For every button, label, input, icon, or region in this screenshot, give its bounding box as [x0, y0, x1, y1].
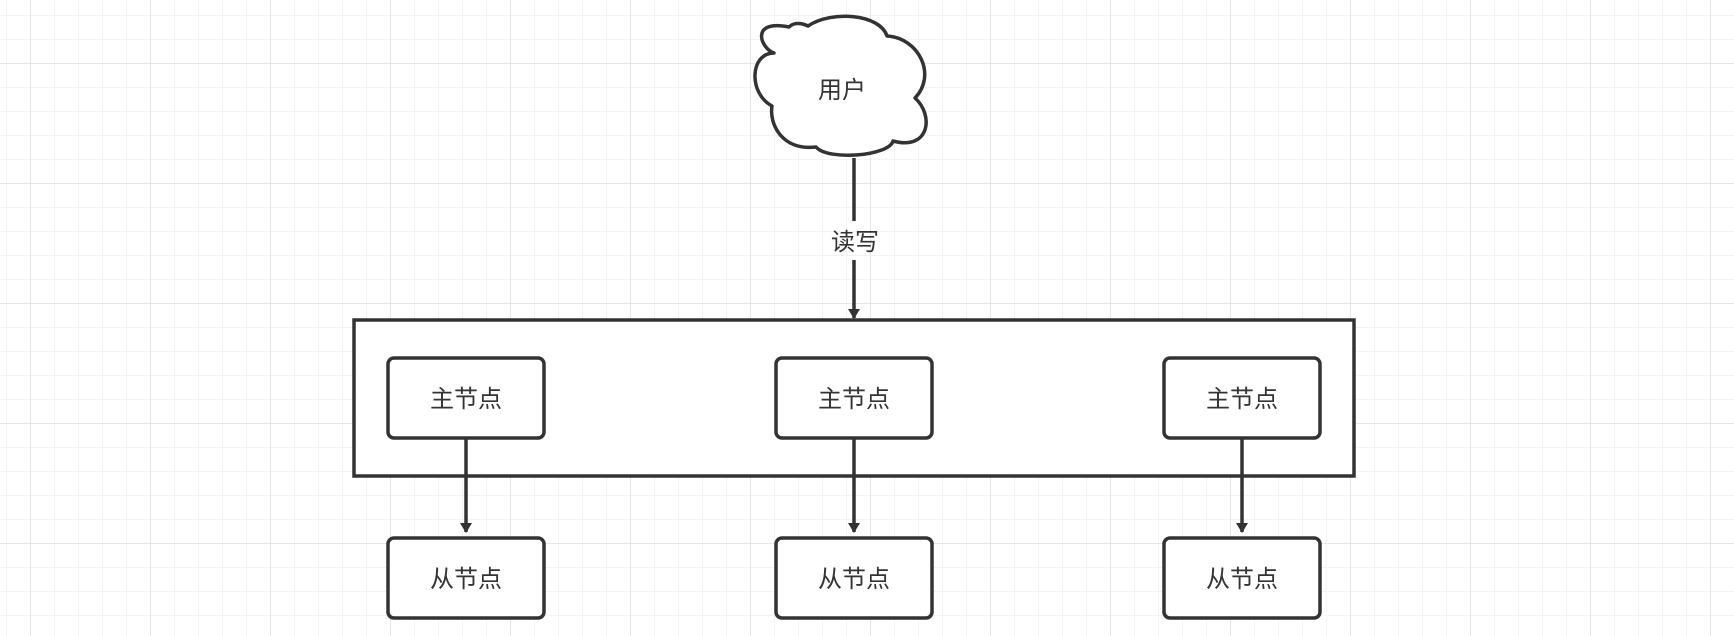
slave-node-2[interactable]: 从节点 [774, 536, 934, 620]
slave-node-label: 从节点 [430, 565, 502, 593]
slave-node-box [1162, 536, 1322, 620]
slave-node-box [386, 536, 546, 620]
master-node-box [1162, 356, 1322, 440]
master-node-label: 主节点 [818, 385, 890, 413]
cloud-icon [753, 14, 928, 158]
slave-node-label: 从节点 [1206, 565, 1278, 593]
replication-edges [460, 439, 1248, 533]
master-node-1[interactable]: 主节点 [386, 356, 546, 440]
slave-node-label: 从节点 [818, 565, 890, 593]
slave-node-1[interactable]: 从节点 [386, 536, 546, 620]
master-node-box [774, 356, 934, 440]
edge-label: 读写 [831, 228, 879, 256]
master-node-label: 主节点 [1206, 385, 1278, 413]
master-node-box [386, 356, 546, 440]
slave-node-3[interactable]: 从节点 [1162, 536, 1322, 620]
master-node-2[interactable]: 主节点 [774, 356, 934, 440]
user-label: 用户 [818, 76, 866, 104]
slave-node-box [774, 536, 934, 620]
master-node-3[interactable]: 主节点 [1162, 356, 1322, 440]
master-node-label: 主节点 [430, 385, 502, 413]
read-write-edge[interactable]: 读写 [831, 158, 879, 319]
user-cloud[interactable]: 用户 [753, 14, 928, 158]
